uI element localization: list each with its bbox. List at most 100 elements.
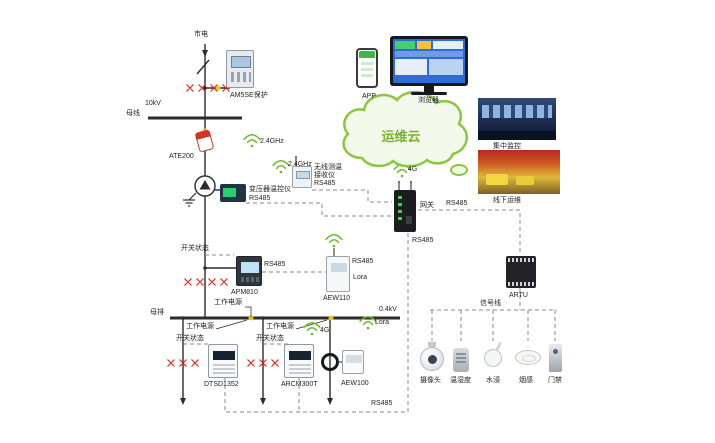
ground-symbol [183, 192, 197, 207]
transformer-temp-controller-device [220, 184, 246, 202]
field-ops-photo [478, 150, 560, 194]
cloud-icon [342, 90, 469, 176]
label-central-monitoring: 集中监控 [493, 143, 521, 150]
gateway-device [394, 190, 416, 232]
door-access-device [549, 344, 562, 372]
meter-terminals [289, 364, 311, 374]
aew100-screen [346, 355, 362, 363]
meter-terminals [213, 364, 235, 374]
meter-keys [241, 277, 259, 282]
phone-screen-content [361, 62, 373, 80]
label-bottom-rs485: RS485 [371, 400, 393, 407]
photo-vehicle [486, 174, 508, 185]
label-controller-rs485: RS485 [249, 195, 271, 202]
artu-device [506, 256, 536, 288]
relay-screen [231, 56, 251, 68]
label-apm-rs485: RS485 [264, 261, 286, 268]
label-riser-rs485: RS485 [412, 237, 434, 244]
cloud-title: 运维云 [381, 129, 421, 144]
label-aew110-lora: Lora [353, 274, 368, 281]
label-switch-status-1: 开关状态 [176, 335, 204, 342]
aew100-device [342, 350, 364, 374]
camera-lens [428, 355, 437, 364]
screen-tile [395, 51, 463, 57]
antenna-lines [295, 158, 412, 256]
label-receiver-2: 接收仪 [314, 172, 335, 179]
transformer-symbol [194, 175, 216, 197]
label-receiver-1: 无线测温 [314, 164, 342, 171]
label-gateway-4g: 4G [408, 166, 418, 173]
artu-terminals-top [508, 258, 534, 262]
relay-buttons [231, 72, 251, 82]
label-hv-busbar: 母线 [126, 110, 140, 117]
label-app: APP [362, 93, 377, 100]
label-freq-2: 2.4GHz [288, 161, 312, 168]
dtsd1352-meter-device [208, 344, 238, 378]
gateway-leds [398, 196, 402, 222]
wifi-icons [243, 134, 411, 332]
monitor-base [411, 92, 447, 95]
meter-screen [213, 351, 235, 360]
label-temp-humidity: 温湿度 [450, 377, 471, 384]
label-relay: AM5SE保护 [230, 92, 268, 99]
app-phone [356, 48, 378, 88]
controller-screen [223, 188, 236, 197]
label-field-ops: 线下运维 [493, 197, 521, 204]
ct-clamp-ring [321, 353, 342, 371]
phone-screen-header [359, 51, 375, 58]
central-monitoring-photo [478, 98, 556, 140]
camera-mount [428, 342, 436, 347]
label-apm810: APM810 [231, 289, 258, 296]
photo-screens [482, 105, 552, 118]
label-artu-rs485: RS485 [446, 200, 468, 207]
label-transformer-controller: 变压器温控仪 [249, 186, 291, 193]
label-smoke: 烟感 [519, 377, 533, 384]
browser-screen [393, 39, 465, 83]
label-artu: ARTU [509, 292, 528, 299]
label-04kv: 0.4kV [379, 306, 397, 313]
artu-terminals-bottom [508, 282, 534, 286]
label-freq-1: 2.4GHz [260, 138, 284, 145]
screen-tile [395, 41, 415, 49]
label-mains: 市电 [194, 31, 208, 38]
gateway-port [406, 216, 412, 224]
label-10kv: 10kV [145, 100, 161, 107]
meter-screen [289, 351, 311, 360]
label-door: 门禁 [548, 377, 562, 384]
arcm300t-meter-device [284, 344, 314, 378]
temp-humidity-sensor [453, 348, 469, 372]
aew110-device [326, 256, 350, 292]
meter-screen [241, 262, 259, 273]
label-work-power-top: 工作电源 [214, 299, 242, 306]
label-dtsd1352: DTSD1352 [204, 381, 239, 388]
monitor-neck [424, 86, 434, 92]
label-browser: 浏览器 [418, 97, 439, 104]
label-aew110: AEW110 [323, 295, 351, 302]
label-bottom-4g: 4G [320, 327, 330, 334]
label-lv-busbar: 母排 [150, 309, 164, 316]
apm810-meter-device [236, 256, 262, 286]
aew110-screen [331, 263, 347, 272]
receiver-screen [296, 171, 310, 179]
door-device-dot [553, 349, 558, 354]
label-switch-status-2: 开关状态 [256, 335, 284, 342]
label-work-power-2: 工作电源 [266, 323, 294, 330]
wifi-icon-dots [250, 144, 404, 336]
label-aew100-lora: Lora [375, 319, 390, 326]
label-receiver-rs485: RS485 [314, 180, 336, 187]
wireless-temp-receiver-device [292, 166, 312, 188]
arrowheads [180, 50, 333, 405]
photo-vehicle [516, 176, 534, 185]
antenna-tips [295, 156, 412, 183]
water-leak-sensor [484, 349, 502, 367]
leader-lines [215, 306, 328, 330]
screen-tile [417, 41, 431, 49]
label-gateway: 网关 [420, 202, 434, 209]
photo-desk [478, 131, 556, 140]
label-camera: 摄像头 [420, 377, 441, 384]
label-ate200: ATE200 [169, 153, 194, 160]
label-water: 水浸 [486, 377, 500, 384]
browser-monitor [390, 36, 468, 86]
